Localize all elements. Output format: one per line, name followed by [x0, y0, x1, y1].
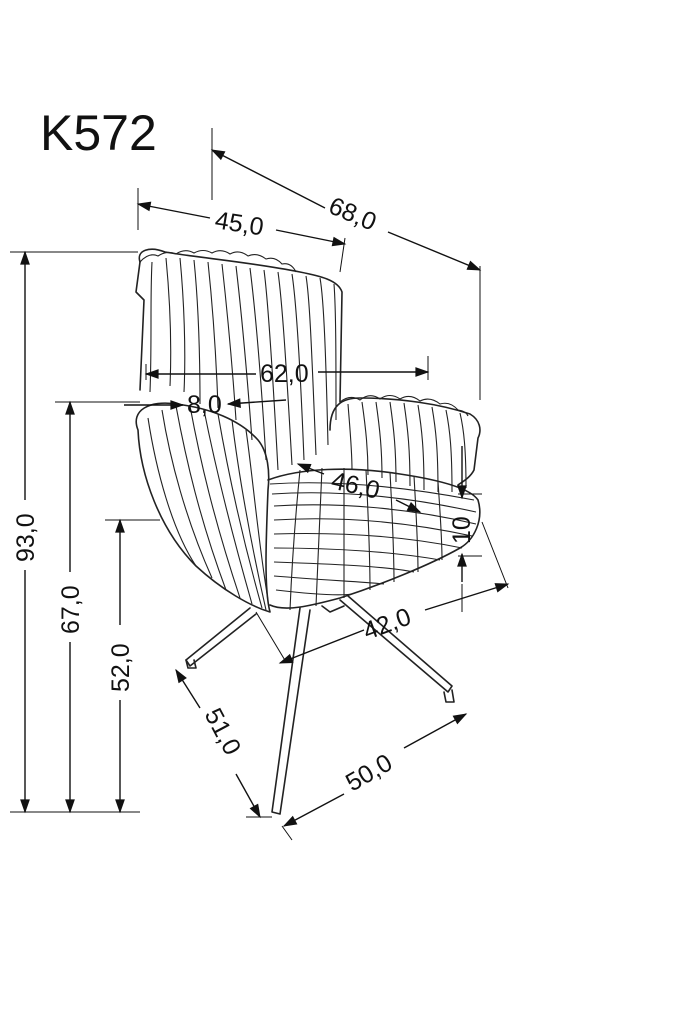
dim-depth-total: 68,0 [325, 192, 381, 237]
dimension-labels: 68,0 45,0 62,0 8,0 46,0 10 42,0 93,0 67,… [12, 192, 476, 797]
armrest-ribs [347, 401, 467, 493]
dim-armrest-height: 67,0 [57, 585, 85, 634]
dim-base-depth: 51,0 [199, 704, 247, 760]
dim-base-width: 50,0 [341, 749, 397, 798]
model-title: K572 [40, 105, 157, 161]
backrest-ribs [149, 257, 337, 471]
seat-ribs [269, 482, 477, 596]
dimension-lines [10, 128, 510, 841]
dim-armrest-width: 8,0 [187, 391, 222, 419]
seat-front-ribs [289, 467, 443, 611]
chair-base [185, 595, 455, 815]
dim-seat-width-total: 62,0 [260, 360, 309, 388]
dim-seat-depth: 46,0 [329, 467, 383, 505]
dim-backrest-width: 45,0 [213, 206, 265, 241]
left-armrest-ribs [147, 405, 269, 611]
dim-height-total: 93,0 [12, 513, 40, 562]
dim-seat-height: 52,0 [107, 643, 135, 692]
chair-outline [135, 248, 481, 815]
dim-seat-cushion: 10 [448, 516, 476, 544]
